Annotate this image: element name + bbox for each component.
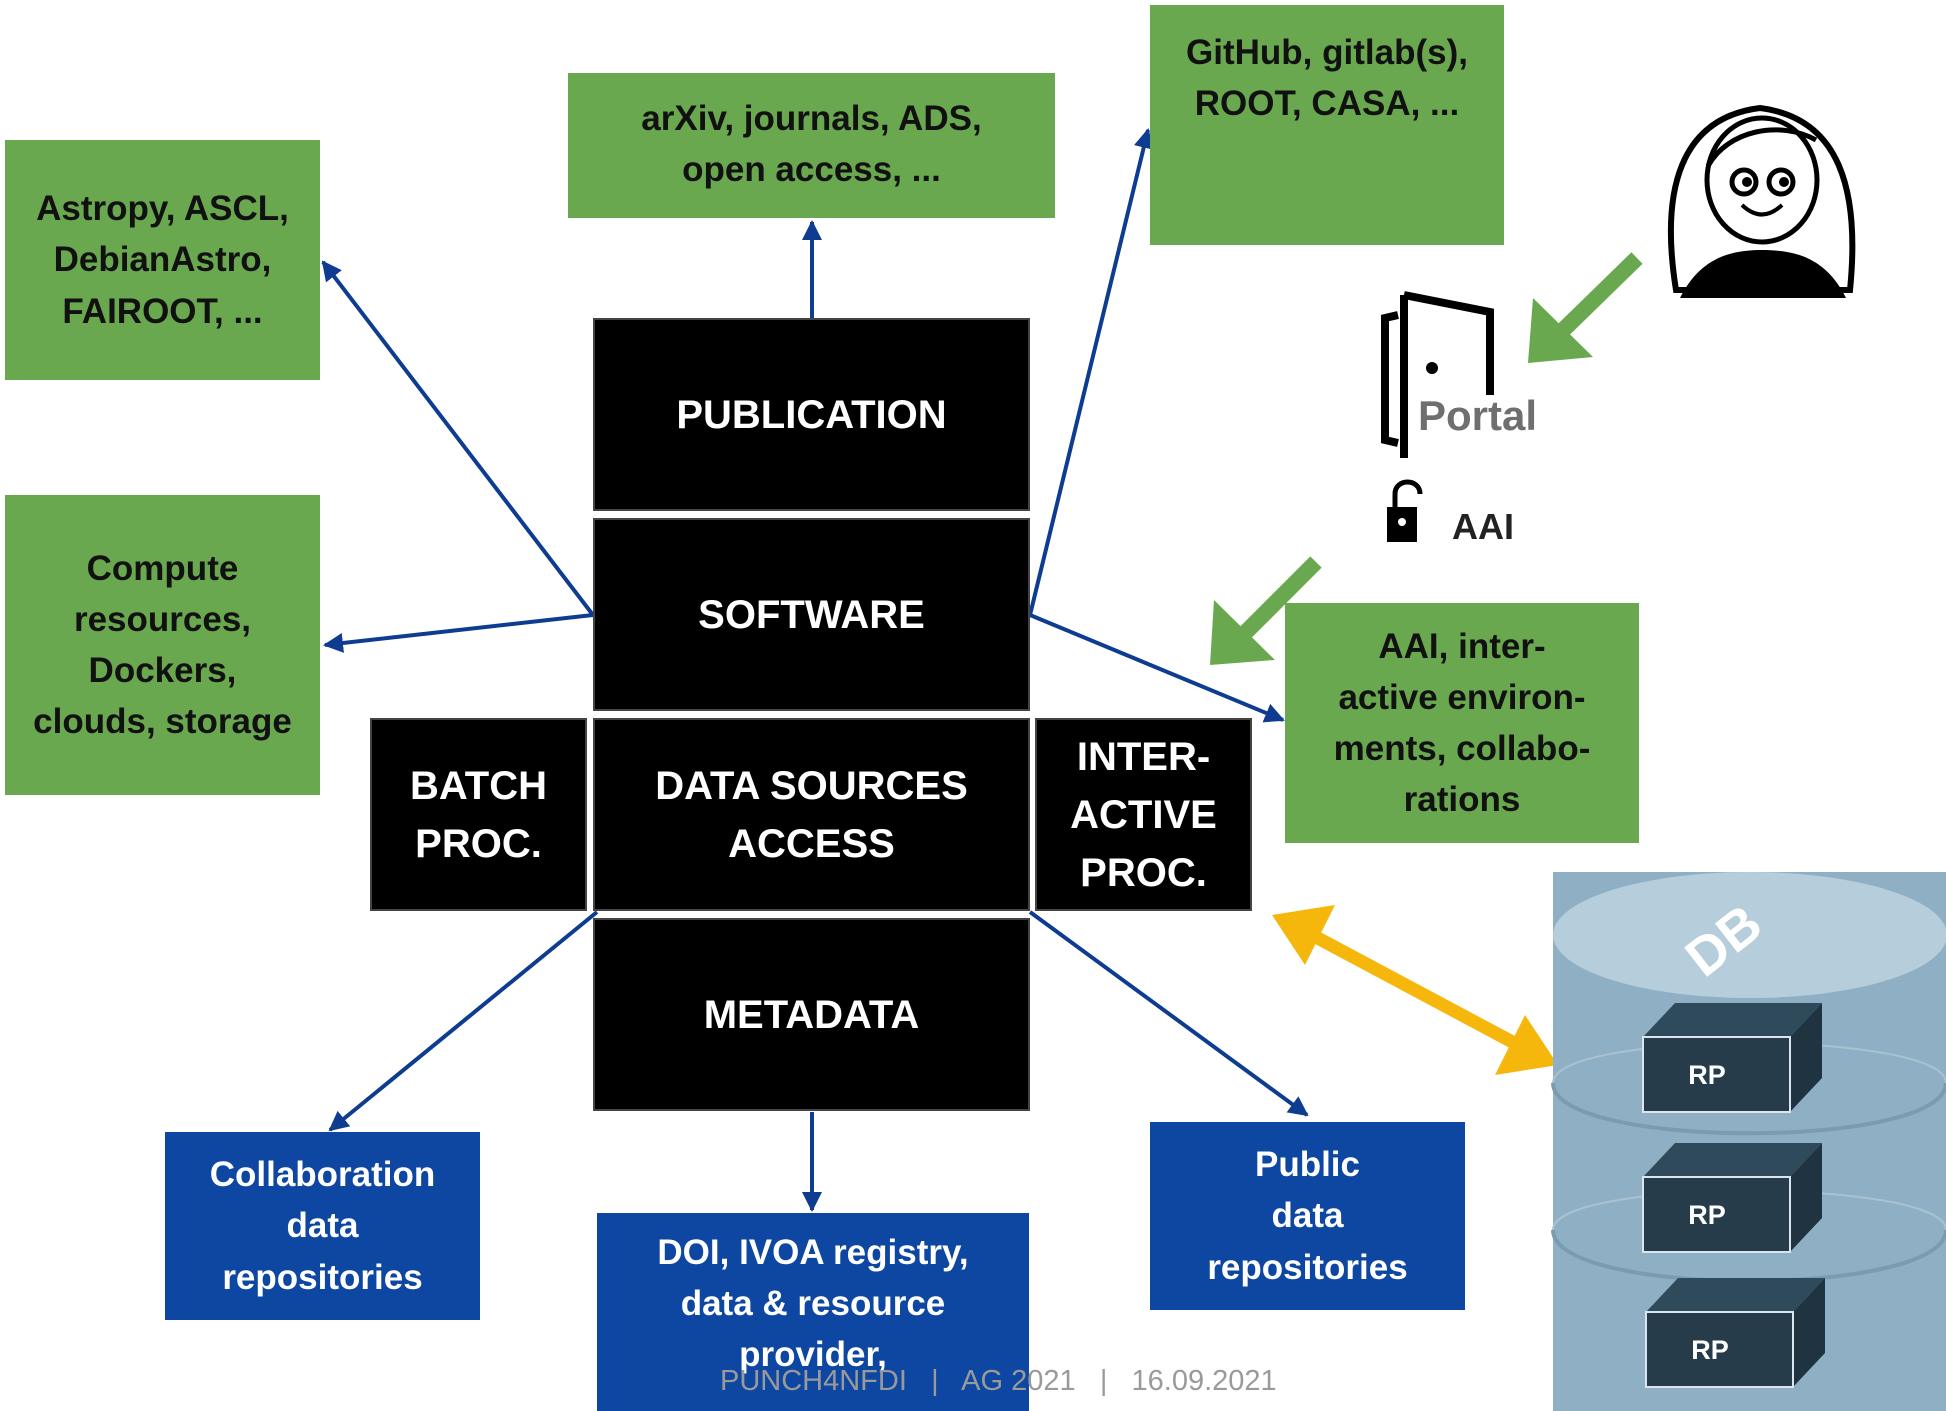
rp-cube-3: RP (1645, 1278, 1825, 1388)
arrow-datasources-public (1028, 910, 1309, 1117)
green-box-compute: Compute resources, Dockers, clouds, stor… (5, 495, 320, 795)
padlock-icon (1387, 479, 1423, 542)
arrow-software-astropy (321, 260, 595, 617)
block-software: SOFTWARE (593, 518, 1030, 711)
user-avatar-icon (1667, 104, 1856, 298)
green-arrow-aai-env (1210, 556, 1322, 665)
blue-box-doi-registry: DOI, IVOA registry, data & resource prov… (597, 1213, 1029, 1411)
portal-label: Portal (1418, 392, 1538, 439)
rp-cube-2: RP (1642, 1143, 1822, 1253)
block-metadata: METADATA (593, 918, 1030, 1111)
arrow-datasources-collab (328, 910, 599, 1132)
blue-box-public-repos: Public data repositories (1150, 1122, 1465, 1310)
block-data-sources-access: DATA SOURCES ACCESS (593, 718, 1030, 911)
green-box-github: GitHub, gitlab(s), ROOT, CASA, ... (1150, 5, 1504, 245)
rp-cube-1: RP (1642, 1003, 1822, 1113)
gold-double-arrow (1272, 905, 1558, 1075)
rp-label: RP (1688, 1060, 1726, 1090)
aai-label: AAI (1452, 506, 1514, 547)
footer-text: PUNCH4NFDI | AG 2021 | 16.09.2021 (720, 1365, 1277, 1397)
green-box-aai-env: AAI, inter- active environ- ments, colla… (1285, 603, 1639, 843)
block-interactive-proc: INTER- ACTIVE PROC. (1035, 718, 1252, 911)
portal-door-icon (1381, 291, 1494, 458)
green-box-arxiv: arXiv, journals, ADS, open access, ... (568, 73, 1055, 218)
arrow-software-github (1028, 128, 1154, 616)
arrow-software-compute (323, 613, 594, 653)
green-box-astropy: Astropy, ASCL, DebianAstro, FAIROOT, ... (5, 140, 320, 380)
blue-box-collaboration-repos: Collaboration data repositories (165, 1132, 480, 1320)
rp-label: RP (1688, 1200, 1726, 1230)
rp-label: RP (1691, 1335, 1729, 1365)
green-arrow-user-portal (1528, 252, 1643, 363)
arrow-software-aai (1029, 613, 1285, 723)
block-publication: PUBLICATION (593, 318, 1030, 511)
block-batch-proc: BATCH PROC. (370, 718, 587, 911)
